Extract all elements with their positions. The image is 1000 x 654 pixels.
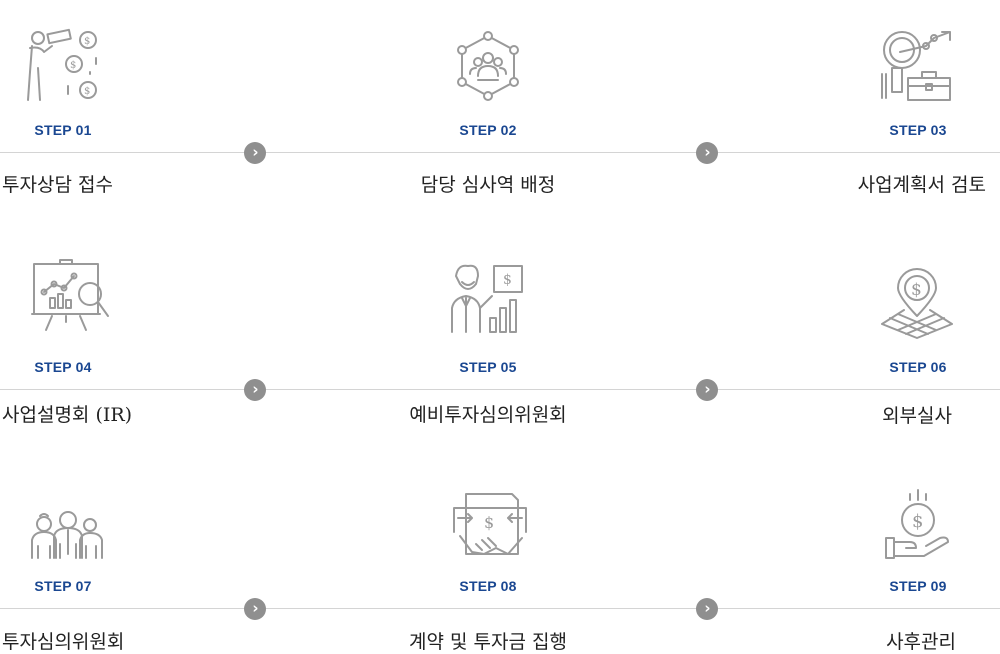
- step-label: STEP 03: [889, 122, 947, 138]
- hand-coin-icon: $: [884, 488, 954, 562]
- step-label: STEP 08: [459, 578, 517, 594]
- chevron-right-icon: ›: [244, 379, 266, 401]
- step-title: 담당 심사역 배정: [420, 174, 556, 196]
- svg-text:$: $: [84, 86, 90, 97]
- presentation-board-icon: [30, 258, 112, 334]
- svg-text:$: $: [70, 60, 76, 71]
- presenter-chart-icon: $: [450, 262, 526, 334]
- step-title: 사업설명회 (IR): [2, 404, 133, 426]
- location-dollar-icon: $: [878, 268, 956, 340]
- svg-text:$: $: [503, 272, 512, 288]
- step-label: STEP 04: [34, 359, 92, 375]
- chevron-right-icon: ›: [696, 142, 718, 164]
- chevron-right-icon: ›: [244, 142, 266, 164]
- step-title: 사업계획서 검토: [857, 174, 986, 196]
- step-label: STEP 09: [889, 578, 947, 594]
- step-label: STEP 02: [459, 122, 517, 138]
- chevron-right-icon: ›: [244, 598, 266, 620]
- step-label: STEP 06: [889, 359, 947, 375]
- step-title: 투자상담 접수: [2, 174, 113, 196]
- svg-text:$: $: [84, 36, 90, 47]
- row-divider: [0, 389, 1000, 390]
- chevron-right-icon: ›: [696, 598, 718, 620]
- step-label: STEP 01: [34, 122, 92, 138]
- step-title: 외부실사: [882, 405, 952, 427]
- row-divider: [0, 608, 1000, 609]
- telescope-investor-icon: $ $ $: [24, 28, 104, 104]
- step-title: 사후관리: [886, 631, 956, 653]
- step-title: 계약 및 투자금 집행: [409, 631, 567, 653]
- row-divider: [0, 152, 1000, 153]
- svg-text:$: $: [484, 513, 494, 532]
- step-label: STEP 05: [459, 359, 517, 375]
- chevron-right-icon: ›: [696, 379, 718, 401]
- committee-people-icon: [30, 510, 106, 560]
- svg-text:$: $: [912, 511, 923, 532]
- handshake-contract-icon: $: [452, 492, 528, 564]
- team-network-icon: [454, 30, 522, 104]
- step-title: 예비투자심의위원회: [409, 404, 567, 426]
- magnifier-briefcase-icon: [878, 28, 956, 104]
- svg-text:$: $: [911, 280, 922, 300]
- step-label: STEP 07: [34, 578, 92, 594]
- step-title: 투자심의위원회: [2, 631, 125, 653]
